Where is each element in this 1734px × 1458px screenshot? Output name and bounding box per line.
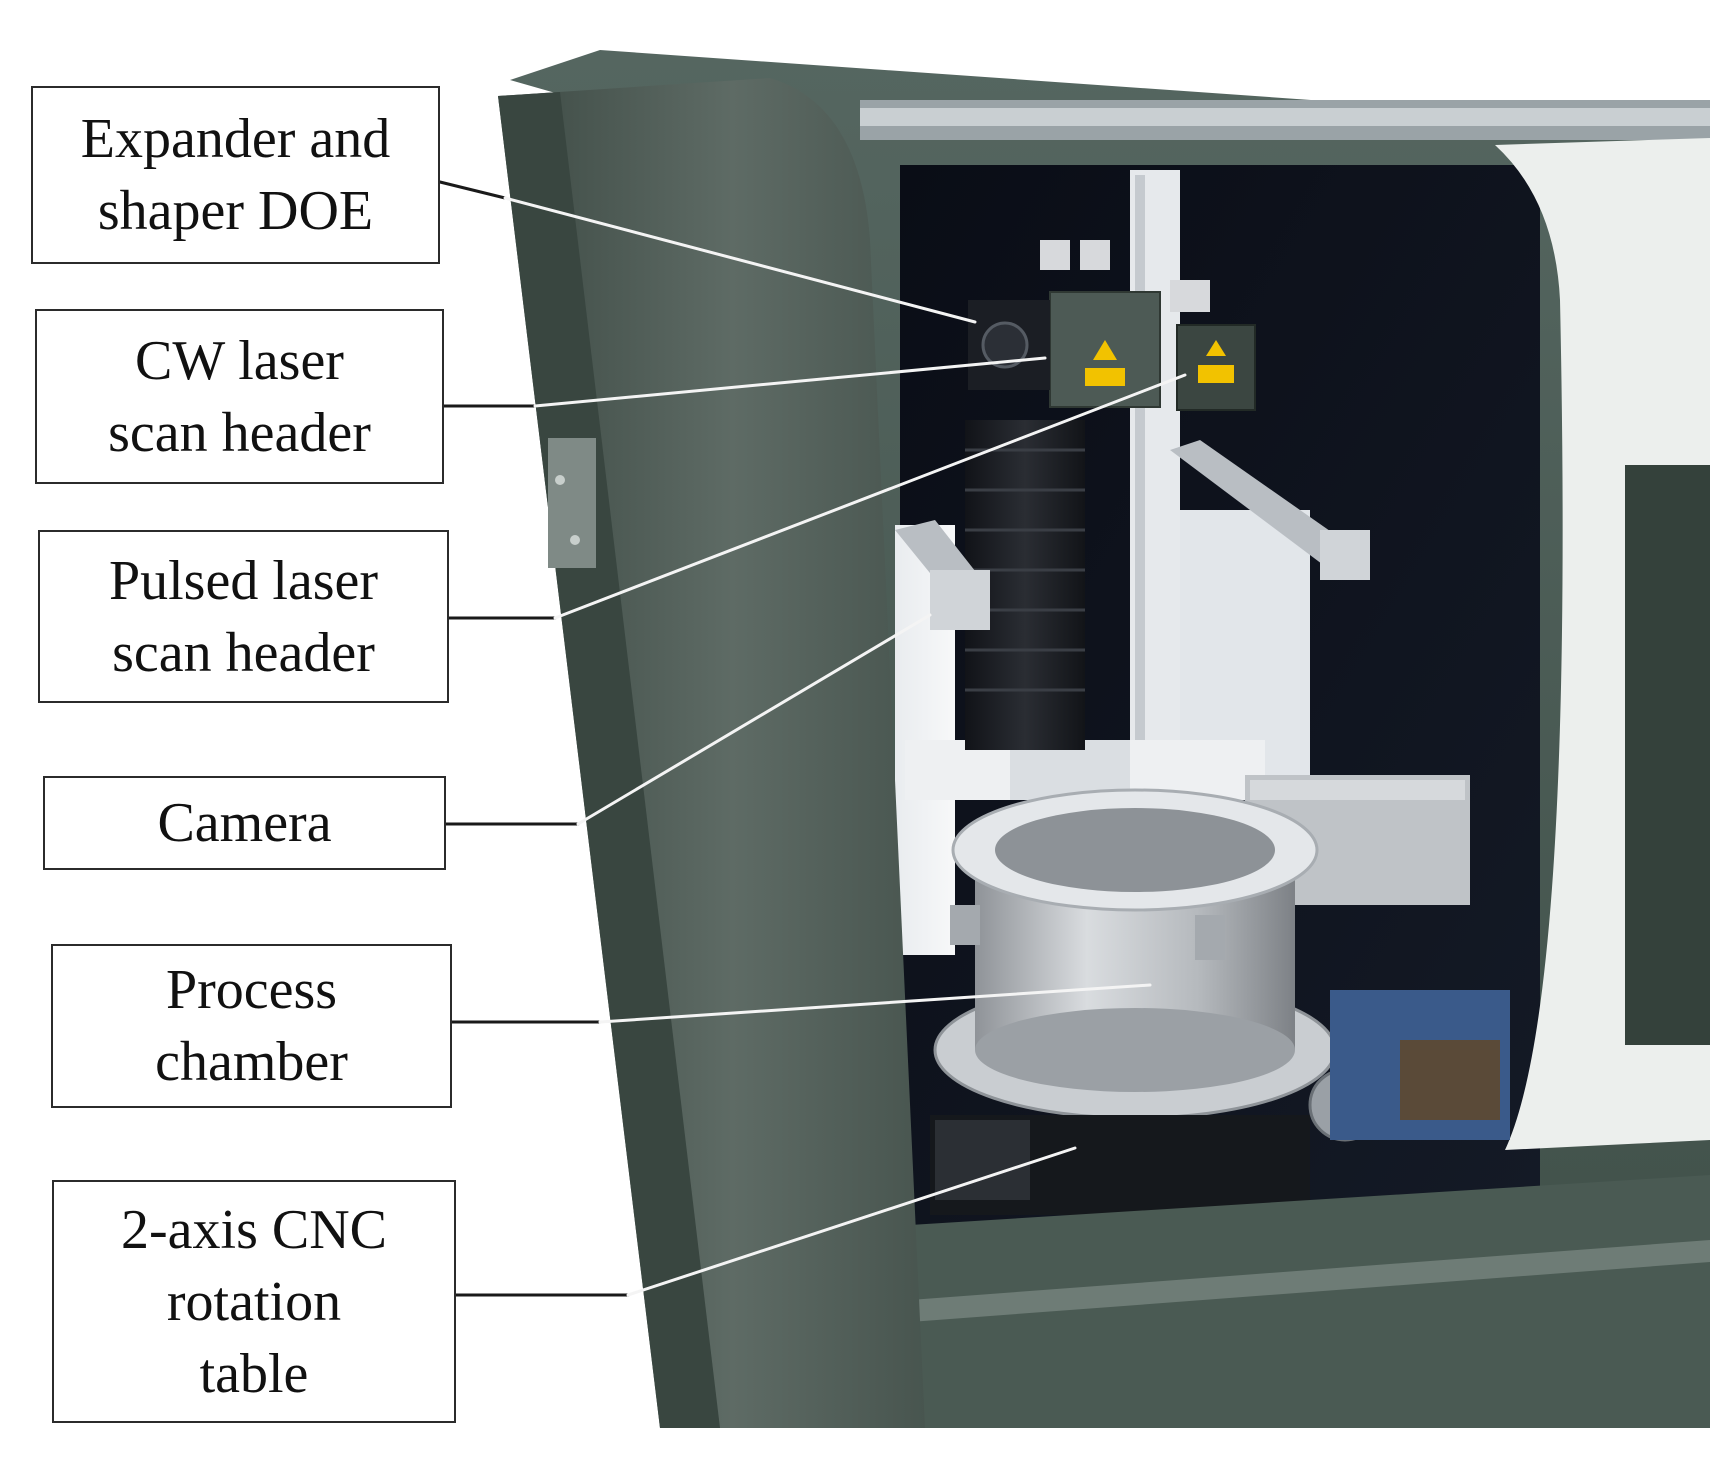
leader-camera-light — [576, 613, 932, 826]
leader-expander-doe-dark — [438, 180, 507, 200]
label-cnc-rotation-table: 2-axis CNC rotation table — [52, 1180, 456, 1423]
process-chamber-vessel — [933, 788, 1337, 1120]
leader-table-light — [626, 1146, 1077, 1297]
camera-arm-right — [1170, 440, 1370, 580]
camera-arm-left — [895, 520, 990, 630]
label-cw-laser-scan-header: CW laser scan header — [35, 309, 444, 484]
label-camera: Camera — [43, 776, 446, 870]
leader-chamber-light — [598, 983, 1152, 1024]
leader-cw-light — [533, 356, 1047, 408]
left-door — [498, 78, 925, 1428]
rotation-table — [930, 990, 1510, 1215]
gantry-frame — [895, 170, 1310, 955]
label-pulsed-laser-scan-header: Pulsed laser scan header — [38, 530, 449, 703]
doe-module — [968, 240, 1210, 390]
lower-cabinet-panel — [910, 1175, 1710, 1428]
label-expander-shaper-doe: Expander and shaper DOE — [31, 86, 440, 264]
leader-pulsed-light — [553, 373, 1187, 620]
leader-expander-doe-light — [503, 196, 977, 324]
leader-lines — [438, 180, 1187, 1297]
label-process-chamber: Process chamber — [51, 944, 452, 1108]
cw-scan-head — [1049, 291, 1161, 408]
right-door-panel — [1495, 138, 1710, 1150]
pulsed-scan-head — [1176, 324, 1256, 411]
